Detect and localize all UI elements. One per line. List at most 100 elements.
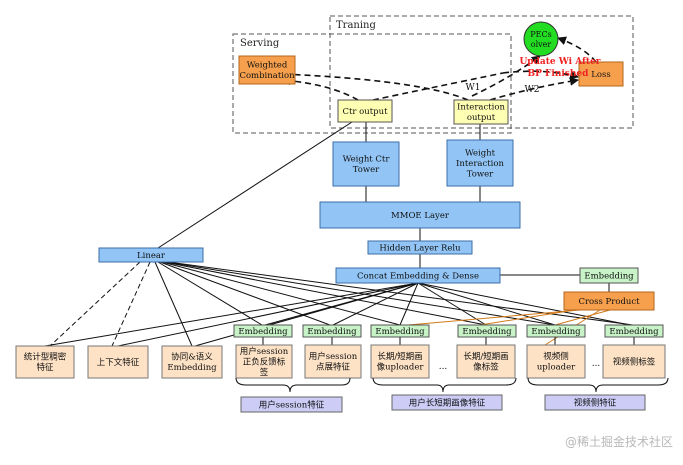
node-shape (337, 99, 393, 123)
node-label: Embedding (307, 327, 357, 337)
node-emb-session-2: Embedding (302, 324, 362, 338)
node-group-session: 用户session特征 (240, 396, 343, 413)
cross-product-edges (407, 309, 611, 346)
node-label: Embedding (462, 327, 512, 337)
arrow-ctr-to-loss (372, 72, 504, 101)
node-label: 点展特征 (316, 362, 351, 373)
node-shape (161, 345, 223, 379)
arrow-w2-to-combination (281, 69, 469, 101)
edge-linear-to-ctr-output (157, 121, 353, 249)
node-emb-session-1: Embedding (233, 324, 293, 338)
node-shape (98, 247, 204, 263)
training-region: Traning (329, 15, 634, 129)
node-label: olver (531, 40, 552, 49)
node-label: Combination (239, 71, 295, 81)
update-label-line1: Update Wi After (519, 57, 600, 67)
node-embedding-top: Embedding (579, 267, 639, 284)
node-emb-profile-2: Embedding (457, 324, 517, 338)
node-shape (544, 394, 646, 411)
node-label: 用户长短期画像特征 (409, 397, 486, 408)
node-label: 长期/短期画 (377, 351, 422, 362)
node-shape (391, 394, 503, 411)
brace-video (527, 377, 669, 393)
node-label: 视频侧特征 (574, 397, 617, 408)
edges (44, 121, 635, 347)
brace-session (235, 377, 351, 393)
node-label: 视频侧标签 (613, 356, 656, 367)
node-shape (578, 61, 624, 87)
ellipsis-2: ... (592, 359, 601, 369)
linear-solid-edges (154, 261, 634, 347)
node-label: 用户session (240, 346, 289, 357)
node-group-video: 视频侧特征 (544, 394, 646, 411)
node-label: 上下文特征 (97, 357, 140, 368)
node-label: Tower (353, 165, 380, 175)
node-shape (15, 345, 75, 379)
serving-label: Serving (240, 38, 280, 49)
node-label: 像uploader (377, 362, 425, 373)
node-shape (446, 139, 514, 187)
node-group-profile: 用户长短期画像特征 (391, 394, 503, 411)
node-label: Embedding (167, 363, 217, 373)
arrow-interaction-to-loss (489, 76, 579, 101)
arrow-to-pecs (471, 55, 541, 97)
w2-label: W2 (525, 85, 540, 95)
node-emb-video-1: Embedding (526, 324, 586, 338)
node-label: Ctr output (342, 107, 388, 117)
node-label: 像标签 (473, 362, 499, 373)
node-loss: Loss (578, 61, 624, 87)
training-label: Traning (336, 20, 376, 31)
node-shape (332, 141, 400, 187)
node-shape (238, 55, 296, 85)
node-emb-video-2: Embedding (604, 324, 664, 338)
node-label: Embedding (531, 327, 581, 337)
node-shape (240, 396, 343, 413)
node-label: Hidden Layer Relu (379, 243, 461, 253)
node-shape (87, 345, 149, 379)
w1-label: W1 (466, 83, 481, 93)
node-label: 长期/短期画 (463, 351, 508, 362)
node-label: Weight Ctr (343, 155, 391, 165)
node-cross-product: Cross Product (563, 291, 655, 311)
linear-dashed-edges (49, 261, 151, 347)
node-label: Tower (467, 169, 494, 179)
node-label: 正负反馈标 (243, 356, 286, 367)
node-shape (456, 344, 516, 379)
node-label: 视频侧 (543, 351, 569, 362)
node-shape (335, 267, 501, 284)
node-label: Weight (465, 148, 496, 158)
ellipsis-1: ... (439, 362, 448, 372)
node-label: PECs (530, 30, 551, 39)
node-label: 用户session (309, 351, 358, 362)
node-shape (526, 324, 586, 338)
node-concat: Concat Embedding & Dense (335, 267, 501, 284)
node-shape (235, 344, 293, 379)
node-ctr-output: Ctr output (337, 99, 393, 123)
node-shape (370, 324, 430, 338)
brace-profile (372, 377, 517, 393)
node-shape (602, 344, 666, 379)
node-label: Embedding (375, 327, 425, 337)
node-shape (563, 291, 655, 311)
node-shape (457, 324, 517, 338)
node-shape (302, 324, 362, 338)
node-label: Embedding (584, 271, 634, 281)
node-shape (523, 21, 559, 57)
node-shape (526, 344, 586, 379)
node-shape (367, 240, 473, 255)
node-shape (370, 344, 430, 379)
update-label-line2: BP Finished (528, 69, 590, 79)
node-hidden-layer: Hidden Layer Relu (367, 240, 473, 255)
node-shape (233, 324, 293, 338)
node-feat-context: 上下文特征 (87, 345, 149, 379)
